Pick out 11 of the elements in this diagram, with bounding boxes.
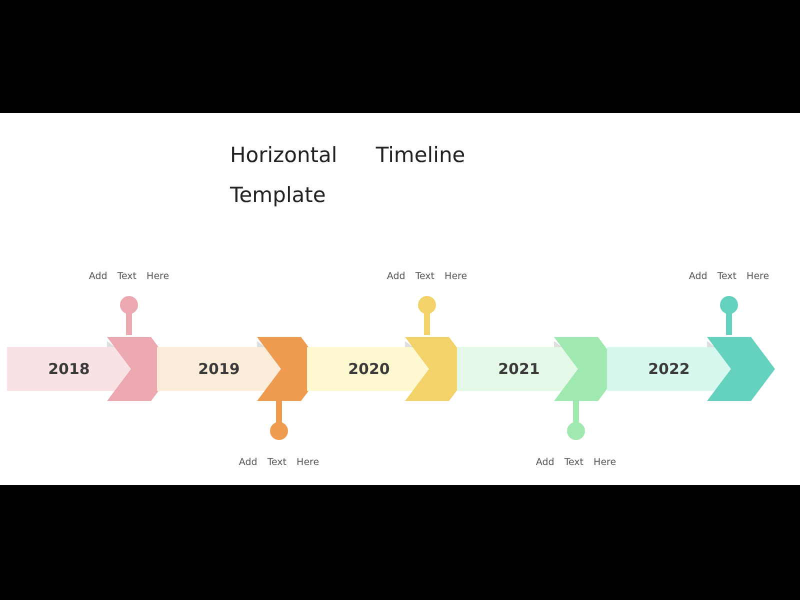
note-text: Add Text Here xyxy=(386,271,468,283)
year-label: 2022 xyxy=(647,359,691,379)
year-label: 2021 xyxy=(497,359,541,379)
note-text: Add Text Here xyxy=(688,271,770,283)
note-text: Add Text Here xyxy=(88,271,170,283)
note-text: Add Text Here xyxy=(238,457,320,469)
year-label: 2019 xyxy=(197,359,241,379)
year-label: 2020 xyxy=(347,359,391,379)
title: Horizontal Timeline Template xyxy=(230,142,466,209)
note-text: Add Text Here xyxy=(534,457,618,469)
year-label: 2018 xyxy=(47,359,91,379)
